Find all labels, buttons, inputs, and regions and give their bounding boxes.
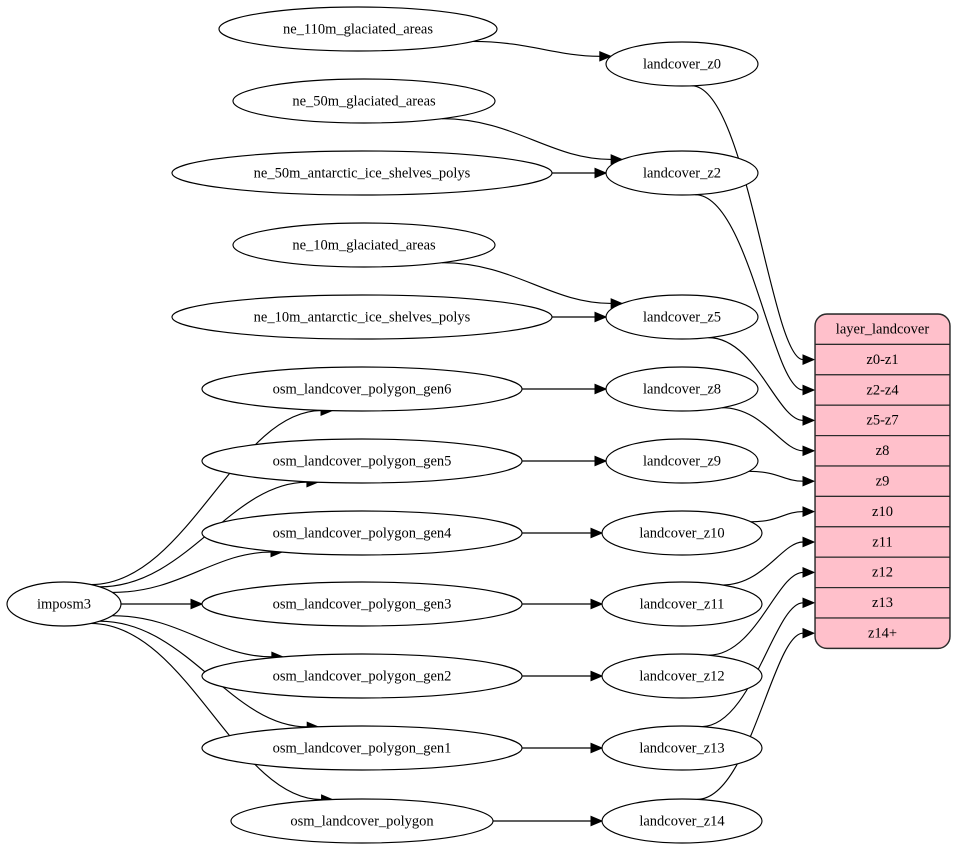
node-landcover_z0[interactable]: landcover_z0	[605, 41, 759, 87]
node-label: landcover_z13	[639, 740, 724, 756]
table-row-z14+[interactable]: z14+	[815, 617, 950, 649]
table-layer-landcover[interactable]: layer_landcover z0-z1 z2-z4 z5-z7 z8 z9 z10 z11…	[814, 313, 951, 650]
node-label: imposm3	[37, 596, 91, 612]
node-label: landcover_z9	[643, 453, 721, 469]
node-label: landcover_z11	[640, 596, 725, 612]
edge-landcover_z10-to-z10	[750, 506, 816, 523]
table-row-label: z12	[872, 565, 893, 581]
table-header-label: layer_landcover	[836, 322, 930, 338]
table-row-label: z9	[876, 474, 890, 490]
node-landcover_z2[interactable]: landcover_z2	[605, 150, 759, 196]
edge-imposm3-to-osm_landcover_polygon	[90, 622, 334, 805]
table-row-label: z10	[872, 504, 893, 520]
table-row-z11[interactable]: z11	[815, 526, 950, 558]
edge-landcover_z0-to-z0-z1	[691, 85, 816, 365]
edge-landcover_z8-to-z8	[721, 407, 816, 457]
edge-imposm3-to-osm_landcover_polygon_gen3	[121, 598, 204, 610]
node-label: ne_10m_glaciated_areas	[292, 237, 436, 253]
node-ne_110m_glaciated_areas[interactable]: ne_110m_glaciated_areas	[218, 6, 498, 52]
edge-landcover_z5-to-z5-z7	[708, 337, 816, 426]
node-imposm3[interactable]: imposm3	[6, 581, 122, 627]
node-ne_50m_glaciated_areas[interactable]: ne_50m_glaciated_areas	[232, 78, 496, 124]
node-label: landcover_z2	[643, 165, 721, 181]
node-landcover_z9[interactable]: landcover_z9	[605, 438, 759, 484]
table-row-z13[interactable]: z13	[815, 586, 950, 619]
node-label: landcover_z10	[639, 525, 724, 541]
node-osm_landcover_polygon_gen2[interactable]: osm_landcover_polygon_gen2	[201, 653, 523, 699]
table-row-z0-z1[interactable]: z0-z1	[815, 343, 950, 376]
node-label: landcover_z8	[643, 381, 721, 397]
node-ne_10m_glaciated_areas[interactable]: ne_10m_glaciated_areas	[232, 222, 496, 268]
node-label: osm_landcover_polygon_gen1	[273, 740, 452, 756]
node-osm_landcover_polygon_gen4[interactable]: osm_landcover_polygon_gen4	[201, 510, 523, 556]
node-landcover_z12[interactable]: landcover_z12	[601, 653, 763, 699]
node-label: ne_50m_glaciated_areas	[292, 93, 436, 109]
edge-osm_landcover_polygon_gen2-to-landcover_z12	[521, 670, 604, 682]
node-label: osm_landcover_polygon	[290, 813, 434, 829]
node-landcover_z13[interactable]: landcover_z13	[601, 725, 763, 771]
edge-landcover_z11-to-z11	[722, 536, 816, 586]
node-landcover_z11[interactable]: landcover_z11	[601, 581, 763, 627]
node-label: ne_10m_antarctic_ice_shelves_polys	[254, 309, 471, 325]
table-row-label: z5-z7	[866, 413, 898, 429]
edge-osm_landcover_polygon_gen3-to-landcover_z11	[522, 598, 604, 610]
node-label: landcover_z14	[639, 813, 725, 829]
node-label: ne_110m_glaciated_areas	[283, 21, 433, 37]
node-osm_landcover_polygon_gen3[interactable]: osm_landcover_polygon_gen3	[201, 581, 523, 627]
table-row-label: z2-z4	[866, 382, 899, 398]
table-row-z12[interactable]: z12	[815, 556, 950, 589]
edge-ne_10m_antarctic_ice_shelves_polys-to-landcover_z5	[552, 311, 608, 323]
node-osm_landcover_polygon_gen5[interactable]: osm_landcover_polygon_gen5	[201, 438, 523, 484]
node-landcover_z5[interactable]: landcover_z5	[605, 294, 759, 340]
edge-landcover_z9-to-z9	[749, 470, 816, 487]
node-landcover_z8[interactable]: landcover_z8	[605, 366, 759, 412]
edge-ne_50m_antarctic_ice_shelves_polys-to-landcover_z2	[552, 167, 608, 179]
edge-osm_landcover_polygon_gen1-to-landcover_z13	[521, 742, 604, 754]
node-ne_10m_antarctic_ice_shelves_polys[interactable]: ne_10m_antarctic_ice_shelves_polys	[171, 294, 553, 340]
table-layer: layer_landcover z0-z1 z2-z4 z5-z7 z8 z9 z10 z11…	[814, 313, 951, 650]
node-landcover_z14[interactable]: landcover_z14	[601, 798, 763, 844]
table-row-z2-z4[interactable]: z2-z4	[815, 374, 950, 406]
edge-imposm3-to-osm_landcover_polygon_gen6	[90, 405, 334, 586]
table-header: layer_landcover	[815, 314, 950, 345]
table-row-label: z0-z1	[866, 352, 898, 368]
node-label: osm_landcover_polygon_gen6	[273, 381, 452, 397]
node-ne_50m_antarctic_ice_shelves_polys[interactable]: ne_50m_antarctic_ice_shelves_polys	[171, 150, 553, 196]
table-row-z5-z7[interactable]: z5-z7	[815, 404, 950, 437]
node-label: osm_landcover_polygon_gen4	[273, 525, 453, 541]
nodes-layer: imposm3 ne_110m_glaciated_areas ne_50m_gla…	[6, 6, 763, 844]
node-label: osm_landcover_polygon_gen5	[273, 453, 452, 469]
table-row-label: z13	[872, 595, 893, 611]
table-row-z9[interactable]: z9	[815, 465, 950, 497]
edge-osm_landcover_polygon-to-landcover_z14	[493, 815, 604, 827]
node-landcover_z10[interactable]: landcover_z10	[601, 510, 763, 556]
edge-ne_110m_glaciated_areas-to-landcover_z0	[472, 40, 613, 62]
table-row-z8[interactable]: z8	[815, 435, 950, 467]
edge-landcover_z13-to-z13	[701, 597, 816, 728]
edge-landcover_z12-to-z12	[708, 567, 816, 656]
node-label: osm_landcover_polygon_gen2	[273, 668, 452, 684]
edge-landcover_z2-to-z2-z4	[695, 194, 816, 396]
node-osm_landcover_polygon[interactable]: osm_landcover_polygon	[230, 798, 494, 844]
edge-osm_landcover_polygon_gen5-to-landcover_z9	[522, 455, 608, 467]
table-row-label: z14+	[868, 626, 897, 642]
node-label: ne_50m_antarctic_ice_shelves_polys	[254, 165, 471, 181]
edge-osm_landcover_polygon_gen4-to-landcover_z10	[522, 527, 604, 539]
node-osm_landcover_polygon_gen6[interactable]: osm_landcover_polygon_gen6	[201, 366, 523, 412]
node-label: landcover_z12	[639, 668, 724, 684]
edge-osm_landcover_polygon_gen6-to-landcover_z8	[522, 383, 608, 395]
node-osm_landcover_polygon_gen1[interactable]: osm_landcover_polygon_gen1	[201, 725, 523, 771]
node-label: osm_landcover_polygon_gen3	[273, 596, 452, 612]
node-label: landcover_z5	[643, 309, 721, 325]
edge-landcover_z14-to-z14+	[697, 627, 816, 800]
table-row-label: z11	[872, 534, 892, 550]
table-row-label: z8	[876, 443, 890, 459]
node-label: landcover_z0	[643, 56, 721, 72]
table-row-z10[interactable]: z10	[815, 495, 950, 528]
